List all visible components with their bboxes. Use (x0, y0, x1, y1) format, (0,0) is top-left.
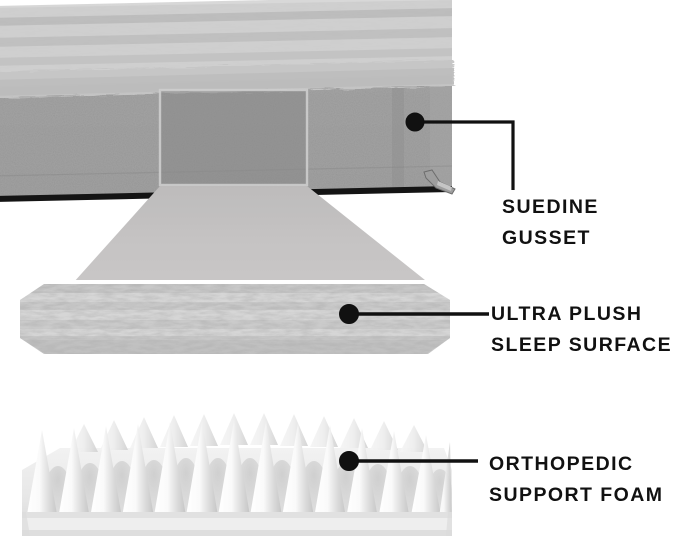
upper-bed-assembly (0, 0, 456, 202)
callout-suedine-gusset: SUEDINE GUSSET (502, 192, 599, 254)
ortho-foam-slab (22, 413, 452, 536)
callout-foam-line2: SUPPORT FOAM (489, 484, 664, 506)
callout-ultra-plush-sleep-surface: ULTRA PLUSH SLEEP SURFACE (491, 299, 672, 361)
callout-suedine-line2: GUSSET (502, 227, 591, 249)
fur-sleep-surface-top (0, 0, 454, 98)
leader-dot-suedine (405, 112, 425, 132)
callout-plush-line1: ULTRA PLUSH (491, 303, 643, 325)
leader-dot-ultra-plush (339, 304, 359, 324)
callout-orthopedic-support-foam: ORTHOPEDIC SUPPORT FOAM (489, 449, 664, 511)
leader-lines (339, 112, 515, 471)
leader-dot-orthopedic-foam (339, 451, 359, 471)
leader-line-suedine (415, 120, 515, 190)
plush-slab (16, 280, 454, 358)
highlight-patch (158, 88, 309, 187)
foam-peaks-back-row (70, 413, 428, 452)
zipper-pull-icon (423, 169, 456, 195)
callout-plush-line2: SLEEP SURFACE (491, 334, 673, 356)
foam-peaks-front-row (26, 420, 452, 524)
callout-foam-line1: ORTHOPEDIC (489, 453, 634, 475)
zoom-cone (65, 186, 440, 292)
callout-suedine-line1: SUEDINE (502, 196, 599, 218)
